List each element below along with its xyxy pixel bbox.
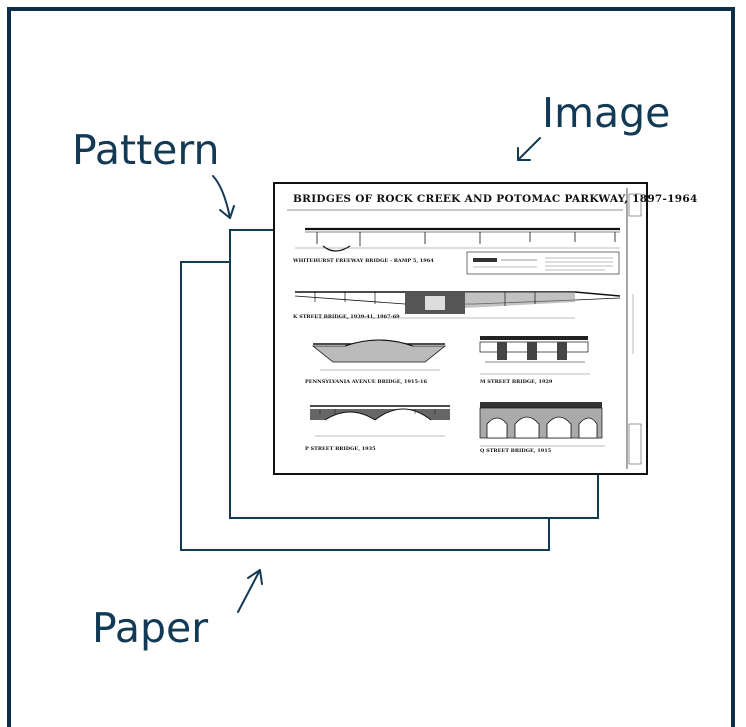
paper-arrow: [237, 569, 261, 613]
image-sheet: BRIDGES OF ROCK CREEK AND POTOMAC PARKWA…: [273, 182, 697, 475]
caption-q-street: Q STREET BRIDGE, 1915: [480, 448, 552, 454]
caption-k-street: K STREET BRIDGE, 1939-41, 1967-69: [293, 314, 400, 320]
caption-p-street: P STREET BRIDGE, 1935: [305, 446, 376, 452]
caption-whitehurst: WHITEHURST FREEWAY BRIDGE - RAMP 5, 1964: [293, 258, 434, 264]
caption-pennsylvania: PENNSYLVANIA AVENUE BRIDGE, 1915-16: [305, 379, 427, 385]
pattern-label: Pattern: [72, 126, 220, 174]
paper-label: Paper: [92, 604, 209, 652]
outer-frame: [7, 7, 735, 727]
annotation-arrows: [212, 137, 541, 613]
pattern-arrow: [212, 175, 231, 219]
drawing-title: BRIDGES OF ROCK CREEK AND POTOMAC PARKWA…: [293, 193, 698, 205]
image-label: Image: [542, 89, 671, 137]
bridge-drawings: [287, 188, 642, 469]
image-arrow: [517, 137, 541, 161]
caption-m-street: M STREET BRIDGE, 1929: [480, 379, 553, 385]
